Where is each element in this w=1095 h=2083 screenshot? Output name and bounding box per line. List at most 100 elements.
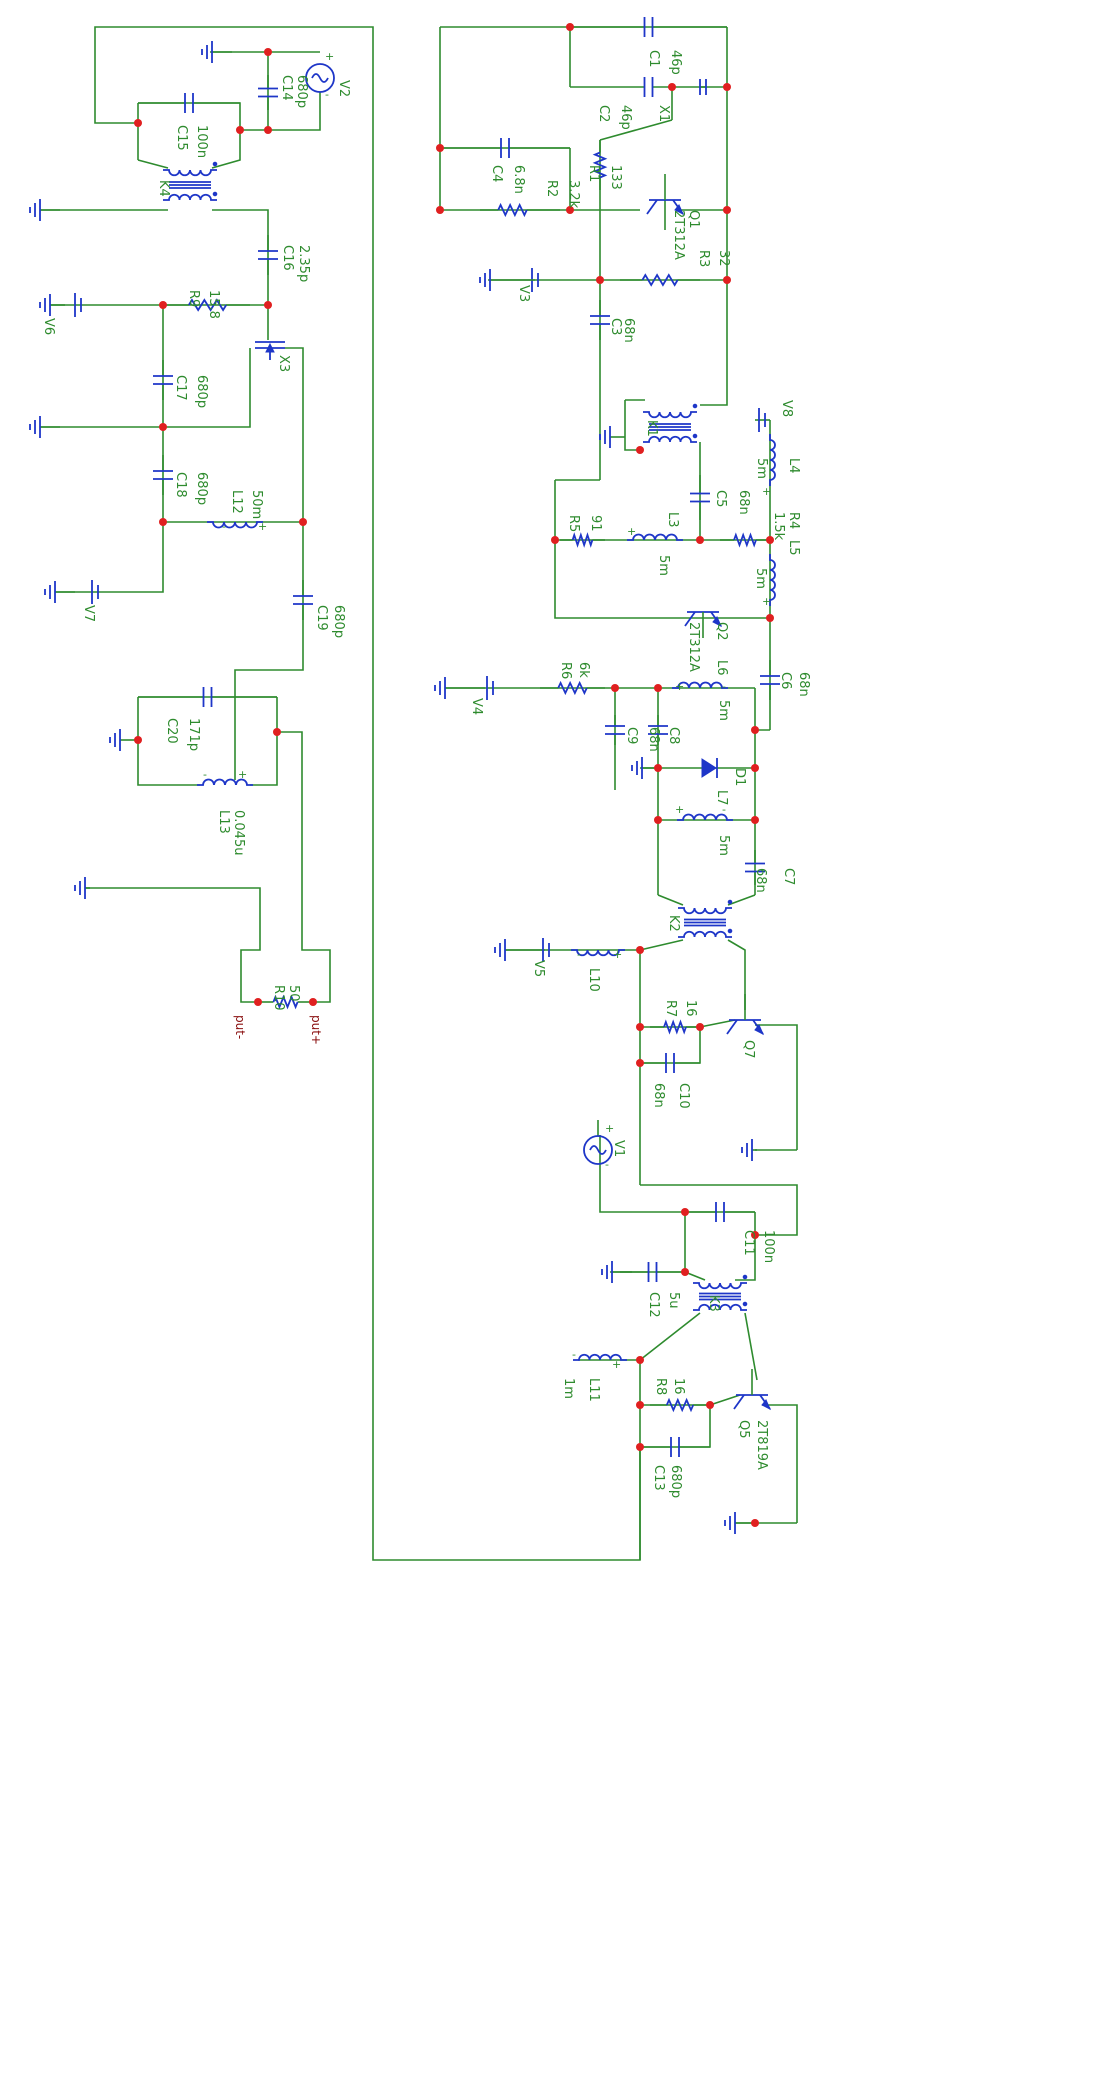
- l3-value: 5m: [656, 555, 671, 576]
- dc-source-symbol: [91, 580, 99, 604]
- wire: [657, 894, 684, 906]
- l10-name: L10: [586, 968, 601, 992]
- wire: [163, 348, 251, 428]
- inductor-coil: [672, 681, 728, 689]
- wire: [709, 1394, 741, 1406]
- ground-symbol: [29, 416, 60, 438]
- emitter-arrow: [761, 1399, 772, 1411]
- capacitor-symbol: [640, 1053, 700, 1073]
- r6-value: 6k: [576, 662, 591, 678]
- wire: [599, 119, 673, 141]
- polarity-mark: -: [325, 88, 329, 101]
- ac-source-circle: [305, 63, 335, 93]
- junction-node: [723, 276, 731, 284]
- junction-node: [636, 946, 644, 954]
- resistor-zigzag: [188, 298, 227, 312]
- capacitor-symbol: [690, 475, 710, 520]
- junction-node: [236, 126, 244, 134]
- capacitor-symbol: [685, 1202, 755, 1222]
- capacitor-symbol: [138, 93, 240, 113]
- resistor-zigzag: [665, 1397, 695, 1413]
- polarity-mark: +: [762, 485, 771, 498]
- c5-name: C5: [713, 490, 728, 507]
- c15-name: C15: [174, 125, 189, 151]
- l11-value: 1m: [561, 1378, 576, 1399]
- junction-node: [681, 1268, 689, 1276]
- junction-node: [751, 726, 759, 734]
- wire: [762, 1404, 798, 1523]
- v2-name: V2: [336, 80, 351, 97]
- wire: [735, 1235, 756, 1281]
- capacitor-symbol: [440, 138, 570, 158]
- wire: [55, 522, 164, 593]
- wires: [40, 26, 798, 1561]
- transformer-core: [169, 161, 218, 197]
- l7-value: 5m: [716, 835, 731, 856]
- resistor-zigzag: [571, 532, 594, 548]
- capacitor-symbol: [760, 660, 780, 700]
- junction-node: [299, 518, 307, 526]
- ground-symbol: [74, 877, 90, 899]
- junction-node: [766, 614, 774, 622]
- resistor-zigzag: [557, 680, 588, 696]
- wire: [211, 130, 241, 169]
- port-node: [254, 998, 262, 1006]
- inductor-coil: [678, 907, 732, 915]
- diode-triangle: [701, 758, 717, 778]
- q1-name: Q1: [686, 210, 701, 229]
- ground-symbol: [434, 677, 485, 699]
- capacitor-symbol: [138, 687, 277, 707]
- c4-name: C4: [489, 165, 504, 182]
- polarity-mark: -: [722, 680, 726, 693]
- inductor-symbol: [769, 434, 776, 486]
- c14-name: C14: [279, 75, 294, 101]
- inductor-symbol: [207, 521, 263, 529]
- inductor-coil: [643, 411, 697, 419]
- capacitor-symbol: [293, 580, 313, 620]
- q2-value: 2T312A: [686, 622, 701, 672]
- c19-value: 680p: [331, 605, 346, 638]
- resistor-symbol: [540, 680, 605, 696]
- inductor-symbol: [693, 1282, 747, 1290]
- wire: [639, 1312, 701, 1361]
- q1-value: 2T312A: [671, 210, 686, 260]
- resistor-symbol: [620, 273, 700, 287]
- c6-value: 68n: [796, 672, 811, 697]
- ground-symbol: [109, 729, 125, 751]
- r7-value: 16: [683, 1000, 698, 1017]
- inductor-symbol: [677, 813, 733, 821]
- junction-node: [436, 206, 444, 214]
- junction-node: [273, 728, 281, 736]
- junction-node: [551, 536, 559, 544]
- inductor-symbol: [197, 778, 253, 786]
- c7-value: 68n: [753, 868, 768, 893]
- polarity-mark: -: [222, 520, 226, 533]
- r5-value: 91: [588, 515, 603, 532]
- v6-name: V6: [41, 318, 56, 335]
- capacitor-symbol: [153, 360, 173, 400]
- wire: [755, 1024, 798, 1150]
- c1-value: 46p: [668, 50, 683, 75]
- r5-name: R5: [566, 515, 581, 532]
- c16-name: C16: [280, 245, 295, 271]
- diode-symbol: [701, 758, 718, 778]
- d1-name: D1: [732, 768, 747, 786]
- wire: [624, 400, 640, 451]
- wire: [640, 1184, 798, 1236]
- ground-symbol: [44, 581, 75, 603]
- emitter-arrow: [674, 204, 685, 216]
- ground-symbol: [479, 269, 535, 291]
- k4-name: K4: [156, 180, 171, 197]
- v8-name: V8: [779, 400, 794, 417]
- polarity-mark: +: [258, 520, 267, 533]
- junction-node: [654, 816, 662, 824]
- ground-symbol: [29, 199, 60, 221]
- junction-node: [436, 144, 444, 152]
- inductor-coil: [163, 169, 217, 177]
- port-node: [309, 998, 317, 1006]
- junction-node: [751, 1519, 759, 1527]
- r9-value: 15.8: [206, 290, 221, 319]
- inductor-coil: [163, 193, 217, 201]
- junction-node: [159, 423, 167, 431]
- c1-name: C1: [646, 50, 661, 67]
